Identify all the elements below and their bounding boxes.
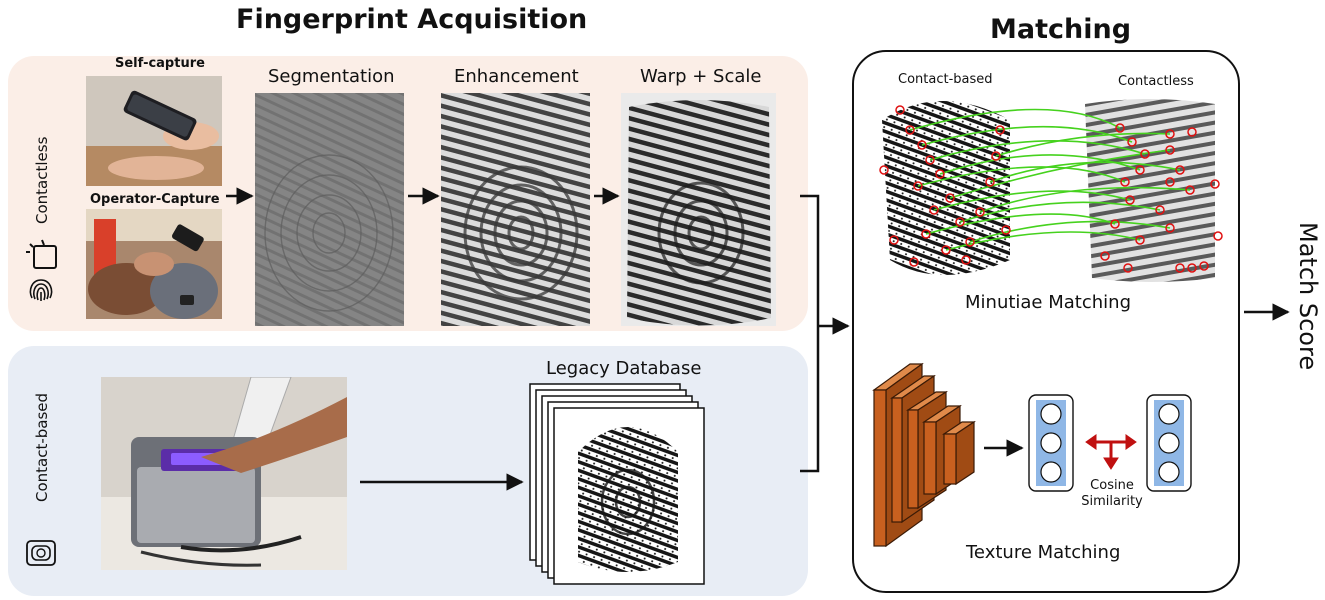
match-contactless-label: Contactless — [1118, 74, 1194, 89]
acquisition-arrows — [226, 187, 850, 491]
operator-capture-label: Operator-Capture — [90, 192, 220, 207]
match-contact-based-label: Contact-based — [898, 72, 993, 87]
warp-scale-image — [621, 93, 776, 326]
minutiae-matching-illustration — [879, 99, 1223, 282]
legacy-database-label: Legacy Database — [546, 358, 702, 379]
self-capture-photo — [86, 76, 222, 186]
stage-label-warp-scale: Warp + Scale — [640, 66, 762, 87]
cosine-similarity-label: Cosine Similarity — [1072, 478, 1152, 510]
self-capture-label: Self-capture — [115, 56, 205, 71]
matching-title: Matching — [990, 14, 1132, 45]
stage-label-segmentation: Segmentation — [268, 66, 395, 87]
legacy-database-stack — [529, 383, 705, 585]
match-score-label: Match Score — [1294, 222, 1322, 371]
texture-matching-label: Texture Matching — [966, 542, 1121, 563]
cnn-to-embedding-arrow — [984, 439, 1024, 457]
embedding-vector-contact — [1028, 394, 1074, 492]
cnn-feature-extractor — [872, 362, 976, 548]
segmentation-image — [255, 93, 404, 326]
cosine-similarity-arrows — [1085, 434, 1137, 470]
minutiae-matching-label: Minutiae Matching — [965, 292, 1131, 313]
scanner-icon — [26, 540, 56, 566]
operator-capture-photo — [86, 209, 222, 319]
enhancement-image — [441, 93, 590, 326]
cosine-label-line1: Cosine — [1090, 478, 1134, 493]
fingerprint-icon — [29, 279, 53, 301]
stage-label-enhancement: Enhancement — [454, 66, 579, 87]
cosine-label-line2: Similarity — [1081, 494, 1143, 509]
embedding-vector-contactless — [1146, 394, 1192, 492]
match-score-arrow — [1244, 303, 1290, 321]
merge-bracket — [800, 194, 820, 473]
contact-scanner-photo — [101, 377, 347, 570]
phone-camera-icon — [26, 239, 57, 269]
acquisition-title: Fingerprint Acquisition — [236, 4, 588, 35]
